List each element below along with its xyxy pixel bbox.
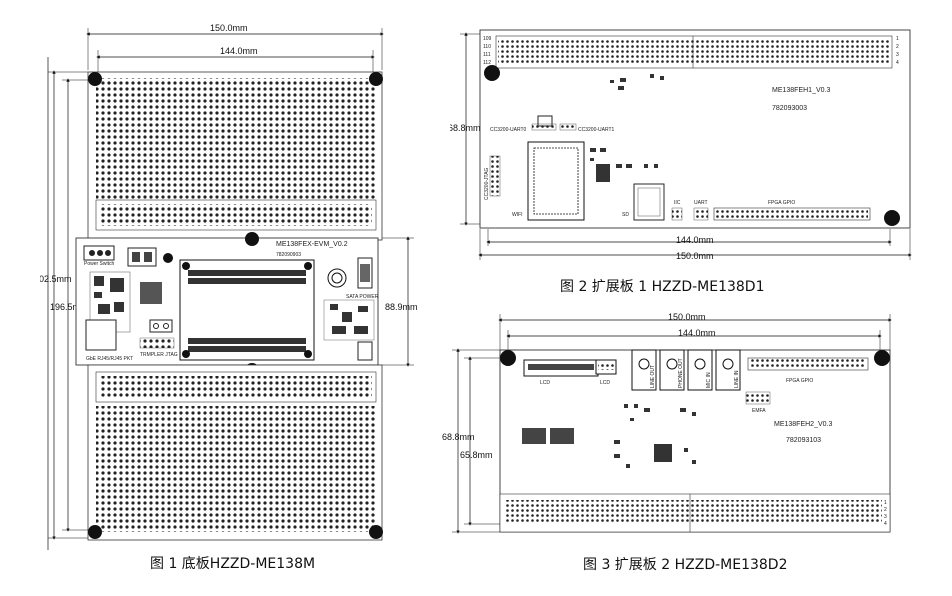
row-label-111: 111	[483, 52, 491, 58]
mount-hole-tr	[369, 72, 383, 86]
figure-1-base-board: 150.0mm 144.0mm 202.5mm 196.5mm 88.9mm P…	[34, 20, 420, 555]
uart0-header	[531, 123, 557, 131]
mount-hole-tl	[500, 350, 516, 366]
dim-width-outer: 150.0mm	[676, 251, 714, 261]
row-label-2: 2	[884, 507, 887, 513]
uart-header	[693, 207, 709, 221]
figure-3-caption: 图 3 扩展板 2 HZZD-ME138D2	[583, 557, 788, 573]
dim-height-outer: 202.5mm	[40, 274, 72, 284]
sata-label: SATA POWER	[346, 294, 379, 300]
dim-height-mid: 88.9mm	[385, 302, 418, 312]
dim-height-inner: 196.5mm	[50, 302, 88, 312]
board-name: ME138FEH2_V0.3	[774, 421, 832, 428]
uart1-label: CC3200-UART1	[578, 127, 615, 133]
jtag-header	[489, 155, 501, 197]
mount-hole-tl	[484, 65, 500, 81]
line-in-label: LINE IN	[734, 370, 740, 388]
board-code: 782090903	[276, 252, 301, 258]
top-hole-grid	[96, 78, 376, 200]
fpga-gpio-label: FPGA GPIO	[786, 378, 813, 384]
board-code: 782093003	[772, 105, 807, 112]
audio-jacks	[631, 349, 741, 391]
sd-label: SD	[622, 212, 629, 218]
figure-2-drawing: 68.8mm 144.0mm 150.0mm 109 110 111 112 1…	[448, 29, 912, 261]
ethernet-port	[85, 319, 117, 351]
board-name: ME138FEX-EVM_V0.2	[276, 241, 348, 248]
dim-width-outer: 150.0mm	[210, 23, 248, 33]
eth-label: GbE RJ45/RJ45 PKT	[86, 356, 133, 362]
bottom-hole-grid	[96, 406, 376, 532]
line-out-label: LINE OUT	[650, 365, 656, 388]
row-label-2: 2	[896, 44, 899, 50]
uart-label: UART	[694, 200, 708, 206]
dim-width-inner: 144.0mm	[676, 235, 714, 245]
dim-width-inner: 144.0mm	[220, 46, 258, 56]
jtag-label: CC3200-JTAG	[484, 167, 490, 200]
lcd-label: LCD	[540, 380, 550, 386]
row-label-112: 112	[483, 60, 491, 66]
wifi-label: WIFI	[512, 212, 523, 218]
iic-label: IIC	[674, 200, 681, 206]
figure-3-drawing: 150.0mm 144.0mm 68.8mm 65.8mm LCD LCD	[442, 312, 892, 534]
line-in-jack	[715, 349, 741, 391]
dim-width-outer: 150.0mm	[668, 312, 706, 322]
mic-in-label: MIC IN	[706, 372, 712, 388]
emfa-header	[745, 391, 771, 405]
fpga-gpio-label: FPGA GPIO	[768, 200, 795, 206]
row-label-110: 110	[483, 44, 491, 50]
mount-hole-br	[369, 525, 383, 539]
jtag-label: TRMPLER JTAG	[140, 352, 178, 358]
mic-in-jack	[687, 349, 713, 391]
row-label-1: 1	[896, 36, 899, 42]
row-label-3: 3	[884, 514, 887, 520]
usb-uart-chip	[140, 282, 162, 304]
figure-2-caption: 图 2 扩展板 1 HZZD-ME138D1	[560, 279, 765, 295]
mount-hole-tl	[88, 72, 102, 86]
phone-out-jack	[659, 349, 685, 391]
figure-1-drawing: 150.0mm 144.0mm 202.5mm 196.5mm 88.9mm P…	[34, 23, 418, 555]
dim-width-inner: 144.0mm	[678, 328, 716, 338]
mount-hole-br	[884, 210, 900, 226]
iic-header	[671, 207, 683, 221]
uart1-header	[559, 123, 577, 131]
dim-height-outer: 68.8mm	[450, 123, 481, 133]
mount-hole-tr	[874, 350, 890, 366]
power-switch-label: Power Switch	[84, 261, 115, 267]
row-label-109: 109	[483, 36, 492, 42]
figure-1-caption: 图 1 底板HZZD-ME138M	[150, 556, 316, 572]
row-label-4: 4	[896, 60, 899, 66]
row-label-1: 1	[884, 500, 887, 506]
row-label-4: 4	[884, 521, 887, 527]
line-out-jack	[631, 349, 657, 391]
phone-out-label: PHONE OUT	[678, 358, 684, 388]
figure-3-expansion-board-2: 150.0mm 144.0mm 68.8mm 65.8mm LCD LCD	[440, 308, 930, 540]
board-code: 782093103	[786, 437, 821, 444]
figure-2-expansion-board-1: 68.8mm 144.0mm 150.0mm 109 110 111 112 1…	[448, 24, 920, 264]
dim-height-outer: 68.8mm	[442, 432, 475, 442]
lcd2-label: LCD	[600, 380, 610, 386]
row-label-3: 3	[896, 52, 899, 58]
board-name: ME138FEH1_V0.3	[772, 87, 830, 94]
ic-chip-right	[550, 428, 574, 444]
ic-chip-left	[522, 428, 546, 444]
dim-height-inner: 65.8mm	[460, 450, 493, 460]
mount-hole-bl	[88, 525, 102, 539]
uart0-label: CC3200-UART0	[490, 127, 527, 133]
audio-codec-chip	[654, 444, 672, 462]
emfa-label: EMFA	[752, 408, 766, 414]
